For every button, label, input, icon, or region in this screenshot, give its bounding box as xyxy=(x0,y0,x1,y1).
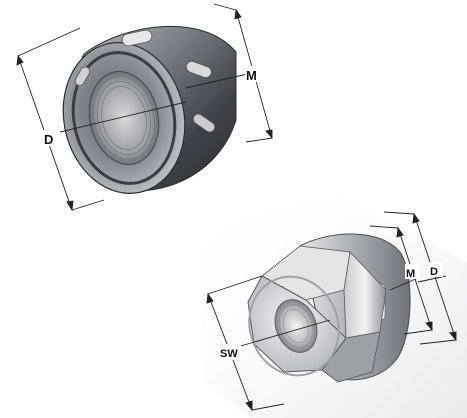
dimension-label-m-top: M xyxy=(246,68,257,83)
dimension-label-m-bottom: M xyxy=(406,268,415,280)
dimension-label-d-top: D xyxy=(44,132,53,147)
slot xyxy=(185,61,212,78)
hex-nut-side-face-right xyxy=(343,251,387,339)
round-collet-nut: D M xyxy=(16,3,273,212)
round-nut-threads xyxy=(93,76,155,160)
slot xyxy=(192,113,216,133)
hex-nut-chamfer xyxy=(248,275,340,377)
slot xyxy=(121,29,153,47)
round-nut-slots xyxy=(74,29,216,133)
hex-collet-nut: SW M D xyxy=(196,196,467,418)
dimension-label-d-bottom: D xyxy=(430,266,438,278)
hex-nut-bore xyxy=(274,299,318,353)
hex-nut-threads xyxy=(278,304,314,348)
slot xyxy=(74,66,91,86)
dimension-label-sw: SW xyxy=(220,348,238,360)
